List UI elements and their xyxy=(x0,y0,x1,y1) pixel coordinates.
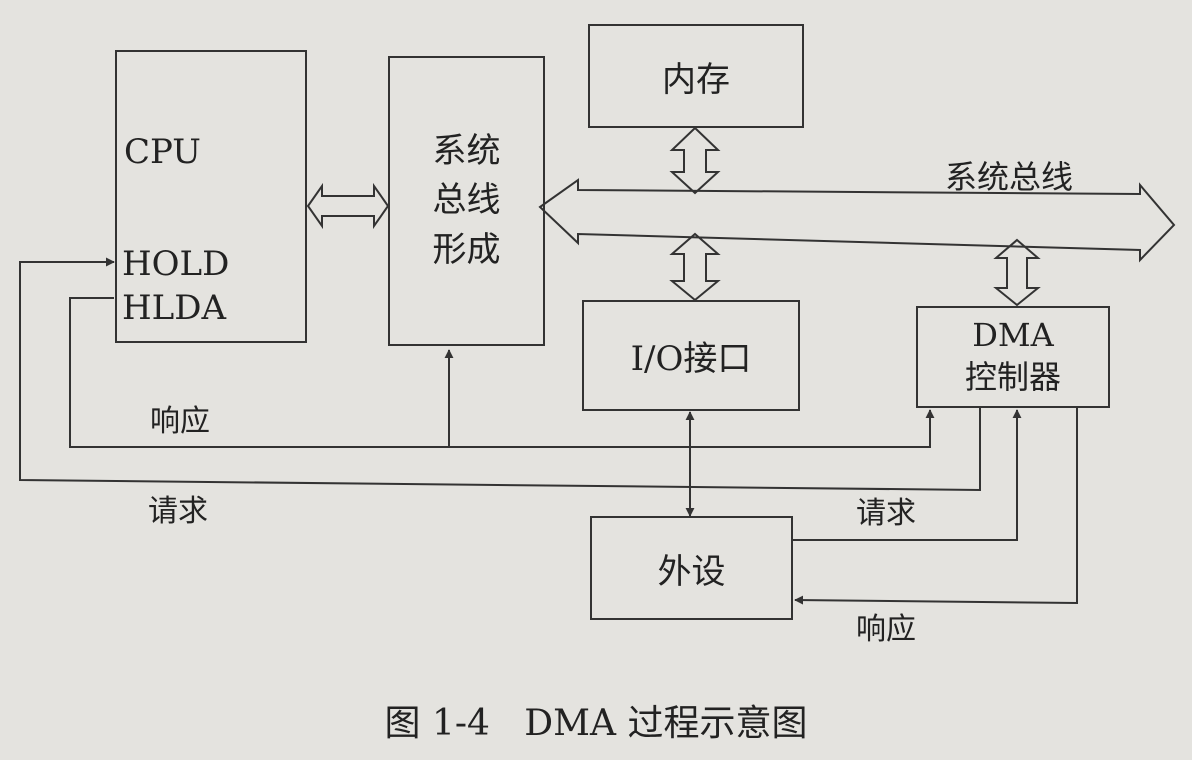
hold-label: HOLD xyxy=(122,244,230,284)
bus-former-label: 系统 总线 形成 xyxy=(433,127,501,275)
dma-bus-connector xyxy=(993,238,1041,307)
dma-controller-label: DMA 控制器 xyxy=(965,315,1061,398)
cpu-bus-connector xyxy=(306,182,390,230)
hlda-label: HLDA xyxy=(122,288,227,328)
bus-former-line-2: 总线 xyxy=(432,180,501,221)
bus-former-line-3: 形成 xyxy=(432,229,501,270)
system-bus-label: 系统总线 xyxy=(945,158,1074,196)
memory-bus-connector xyxy=(669,126,721,195)
device-response-line xyxy=(794,408,1078,605)
figure-caption: 图 1-4 DMA 过程示意图 xyxy=(384,703,808,744)
bus-former-box: 系统 总线 形成 xyxy=(388,56,545,346)
dma-controller-line-1: DMA xyxy=(972,316,1054,355)
cpu-box xyxy=(115,50,307,343)
cpu-response-line xyxy=(69,297,935,448)
system-bus-arrow xyxy=(538,178,1176,263)
peripheral-label: 外设 xyxy=(657,551,726,592)
io-interface-box: I/O接口 xyxy=(582,300,800,411)
cpu-label: CPU xyxy=(124,132,201,172)
peripheral-box: 外设 xyxy=(590,516,793,620)
device-request-line xyxy=(793,409,1022,541)
memory-label: 内存 xyxy=(662,59,730,100)
device-response-label: 响应 xyxy=(856,612,916,647)
memory-box: 内存 xyxy=(588,24,804,128)
dma-controller-line-2: 控制器 xyxy=(964,358,1061,396)
dma-controller-box: DMA 控制器 xyxy=(916,306,1110,408)
bus-former-line-1: 系统 xyxy=(432,131,501,172)
cpu-request-label: 请求 xyxy=(148,494,208,529)
cpu-response-label: 响应 xyxy=(150,404,210,439)
io-bus-connector xyxy=(669,232,721,302)
cpu-request-line xyxy=(19,257,981,492)
io-interface-label: I/O接口 xyxy=(630,339,752,379)
device-request-label: 请求 xyxy=(856,496,916,531)
